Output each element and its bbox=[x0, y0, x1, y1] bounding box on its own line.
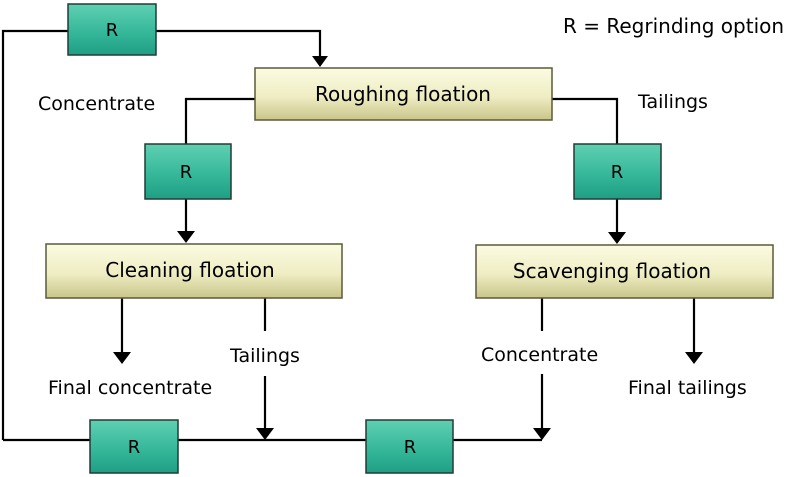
arrow-to-scavenging-icon bbox=[608, 232, 626, 244]
regrind-label-bottom-left: R bbox=[128, 437, 141, 458]
roughing-tailings-label: Tailings bbox=[637, 91, 708, 113]
arrow-to-roughing-icon bbox=[312, 56, 328, 67]
scavenging-floation-box: Scavenging floation bbox=[475, 244, 774, 299]
regrind-label-bottom-right: R bbox=[404, 437, 417, 458]
connector-lines bbox=[1, 29, 696, 442]
cleaning-floation-label: Cleaning floation bbox=[105, 258, 274, 282]
regrind-box-tailings: R bbox=[573, 143, 662, 200]
line-roughing-tailings bbox=[552, 97, 619, 144]
arrow-scavenging-concentrate-icon bbox=[533, 428, 551, 440]
scavenging-floation-label: Scavenging floation bbox=[513, 259, 711, 283]
cleaning-floation-box: Cleaning floation bbox=[45, 243, 343, 299]
arrow-to-cleaning-icon bbox=[177, 231, 195, 243]
regrind-box-bottom-right: R bbox=[365, 419, 454, 474]
regrind-label-tailings: R bbox=[611, 162, 624, 183]
roughing-floation-label: Roughing floation bbox=[315, 82, 491, 106]
regrind-label-top: R bbox=[106, 20, 119, 41]
scavenging-concentrate-label: Concentrate bbox=[481, 344, 598, 366]
final-concentrate-label: Final concentrate bbox=[48, 377, 212, 399]
arrowheads bbox=[113, 56, 703, 440]
regrind-label-concentrate: R bbox=[180, 162, 193, 183]
regrind-box-top: R bbox=[67, 3, 157, 56]
arrow-final-concentrate-icon bbox=[113, 352, 131, 364]
legend-text: R = Regrinding option bbox=[563, 14, 784, 38]
arrow-cleaning-tailings-icon bbox=[256, 428, 274, 440]
cleaning-tailings-label: Tailings bbox=[229, 345, 300, 367]
roughing-concentrate-label: Concentrate bbox=[38, 93, 155, 115]
arrow-final-tailings-icon bbox=[685, 352, 703, 364]
roughing-floation-box: Roughing floation bbox=[254, 67, 553, 121]
final-tailings-label: Final tailings bbox=[628, 377, 747, 399]
recycle-line-top bbox=[1, 29, 68, 440]
line-roughing-concentrate bbox=[184, 97, 255, 144]
line-top-regrind-to-roughing bbox=[156, 29, 322, 58]
regrind-box-concentrate: R bbox=[144, 143, 232, 200]
regrind-box-bottom-left: R bbox=[89, 419, 179, 474]
